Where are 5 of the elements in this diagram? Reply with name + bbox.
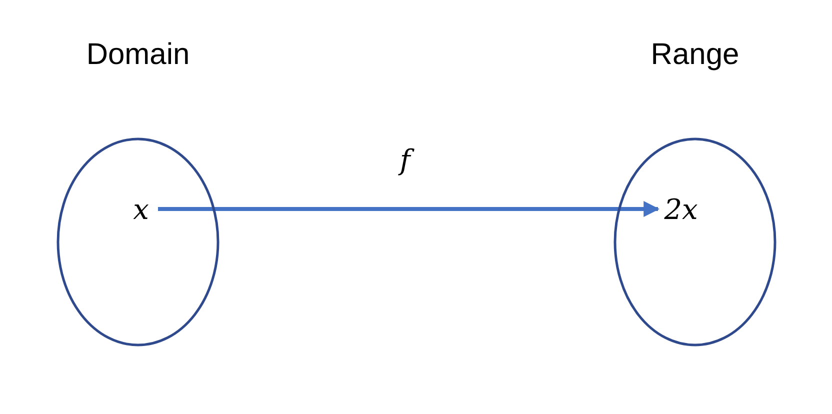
set-heading: Domain xyxy=(85,38,191,72)
set-heading: Range xyxy=(650,38,740,72)
element-label: 2x xyxy=(664,192,698,226)
arrow xyxy=(158,201,660,217)
element-label: x xyxy=(133,192,149,226)
